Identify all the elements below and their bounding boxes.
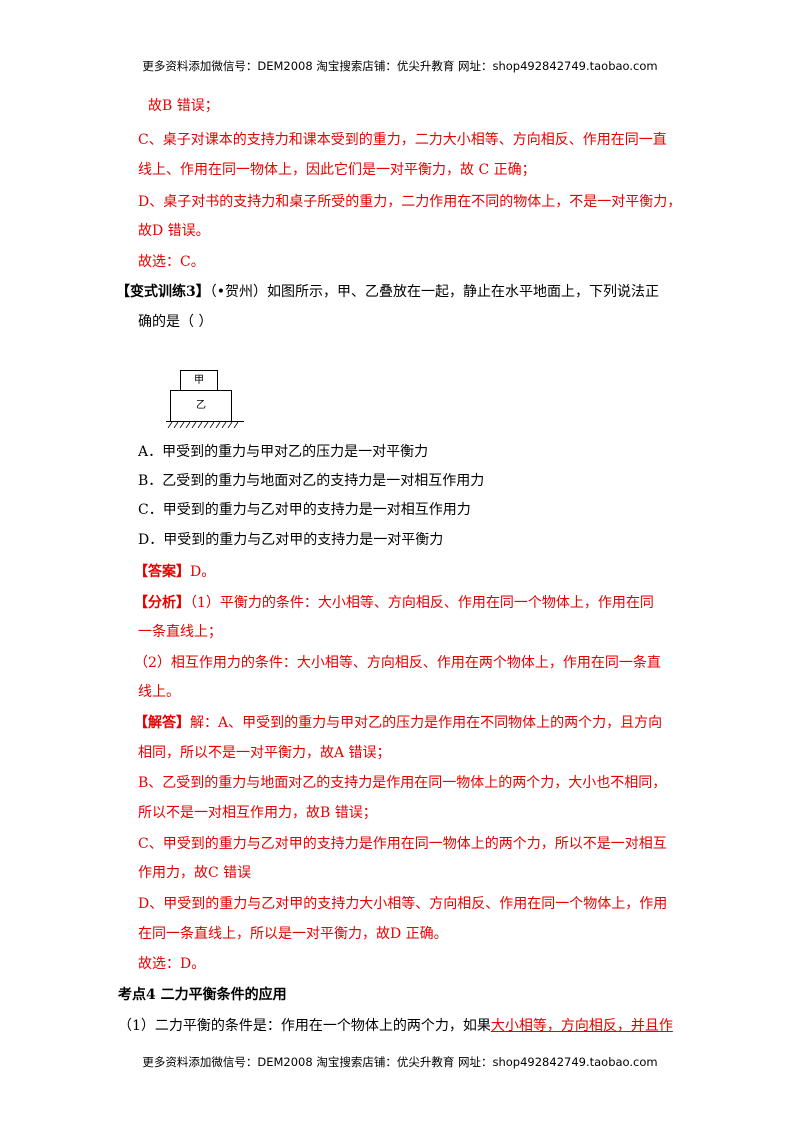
analysis-line-1: 【分析】（1）平衡力的条件：大小相等、方向相反、作用在同一个物体上，作用在同: [134, 593, 654, 613]
answer-line: 【答案】D。: [134, 562, 215, 582]
prev-line-3: 线上、作用在同一物体上，因此它们是一对平衡力，故 C 正确；: [138, 162, 536, 178]
solution-line-1: 【解答】解：A、甲受到的重力与甲对乙的压力是作用在不同物体上的两个力，且方向: [134, 713, 662, 733]
prev-line-2: C、桌子对课本的支持力和课本受到的重力，二力大小相等、方向相反、作用在同一直: [138, 132, 667, 148]
analysis-line-2: 一条直线上；: [138, 624, 222, 640]
option-a: A．甲受到的重力与甲对乙的压力是一对平衡力: [138, 444, 429, 460]
solution-line-8: 在同一条直线上，所以是一对平衡力，故D 正确。: [138, 926, 448, 942]
analysis-line-3: （2）相互作用力的条件：大小相等、方向相反、作用在两个物体上，作用在同一条直: [134, 655, 661, 671]
question-line-1: 【变式训练3】（•贺州）如图所示，甲、乙叠放在一起，静止在水平地面上，下列说法正: [116, 282, 659, 302]
block-jia: 甲: [180, 370, 218, 392]
answer-tag: 【答案】: [134, 564, 190, 580]
section-title: 考点4 二力平衡条件的应用: [118, 987, 287, 1003]
page-header: 更多资料添加微信号：DEM2008 淘宝搜索店铺：优尖升教育 网址：shop49…: [142, 59, 658, 73]
question-text-1: （•贺州）如图所示，甲、乙叠放在一起，静止在水平地面上，下列说法正: [209, 284, 660, 300]
select-line: 故选：D。: [138, 956, 206, 972]
question-tag: 【变式训练3】: [116, 284, 210, 300]
analysis-text-1: （1）平衡力的条件：大小相等、方向相反、作用在同一个物体上，作用在同: [190, 595, 654, 611]
ground-line: [166, 421, 244, 422]
ground-hatch: [167, 422, 239, 428]
page-footer: 更多资料添加微信号：DEM2008 淘宝搜索店铺：优尖升教育 网址：shop49…: [142, 1055, 658, 1069]
option-b: B．乙受到的重力与地面对乙的支持力是一对相互作用力: [138, 473, 485, 489]
option-c: C．甲受到的重力与乙对甲的支持力是一对相互作用力: [138, 502, 471, 518]
option-d: D．甲受到的重力与乙对甲的支持力是一对平衡力: [138, 532, 444, 548]
prev-line-5: 故D 错误。: [138, 223, 210, 239]
section-line-1: （1）二力平衡的条件是：作用在一个物体上的两个力，如果大小相等，方向相反，并且作: [118, 1016, 673, 1036]
prev-line-6: 故选：C。: [138, 254, 205, 270]
analysis-tag: 【分析】: [134, 595, 190, 611]
solution-text-1: 解：A、甲受到的重力与甲对乙的压力是作用在不同物体上的两个力，且方向: [190, 715, 663, 731]
section-underlined-text: 大小相等，方向相反，并且作: [490, 1018, 673, 1034]
solution-tag: 【解答】: [134, 715, 190, 731]
solution-line-4: 所以不是一对相互作用力，故B 错误；: [138, 805, 377, 821]
prev-line-1: 故B 错误；: [148, 98, 219, 114]
analysis-line-4: 线上。: [138, 684, 180, 700]
solution-line-2: 相同，所以不是一对平衡力，故A 错误；: [138, 745, 391, 761]
solution-line-6: 作用力，故C 错误: [138, 865, 252, 881]
prev-line-4: D、桌子对书的支持力和桌子所受的重力，二力作用在不同的物体上，不是一对平衡力，: [138, 194, 682, 210]
question-line-2: 确的是（ ）: [138, 314, 213, 330]
section-text-1: （1）二力平衡的条件是：作用在一个物体上的两个力，如果: [118, 1018, 491, 1034]
solution-line-3: B、乙受到的重力与地面对乙的支持力是作用在同一物体上的两个力，大小也不相同，: [138, 775, 667, 791]
block-yi: 乙: [170, 390, 232, 422]
solution-line-7: D、甲受到的重力与乙对甲的支持力大小相等、方向相反、作用在同一个物体上，作用: [138, 896, 668, 912]
answer-value: D。: [190, 564, 216, 580]
solution-line-5: C、甲受到的重力与乙对甲的支持力是作用在同一物体上的两个力，所以不是一对相互: [138, 836, 667, 852]
